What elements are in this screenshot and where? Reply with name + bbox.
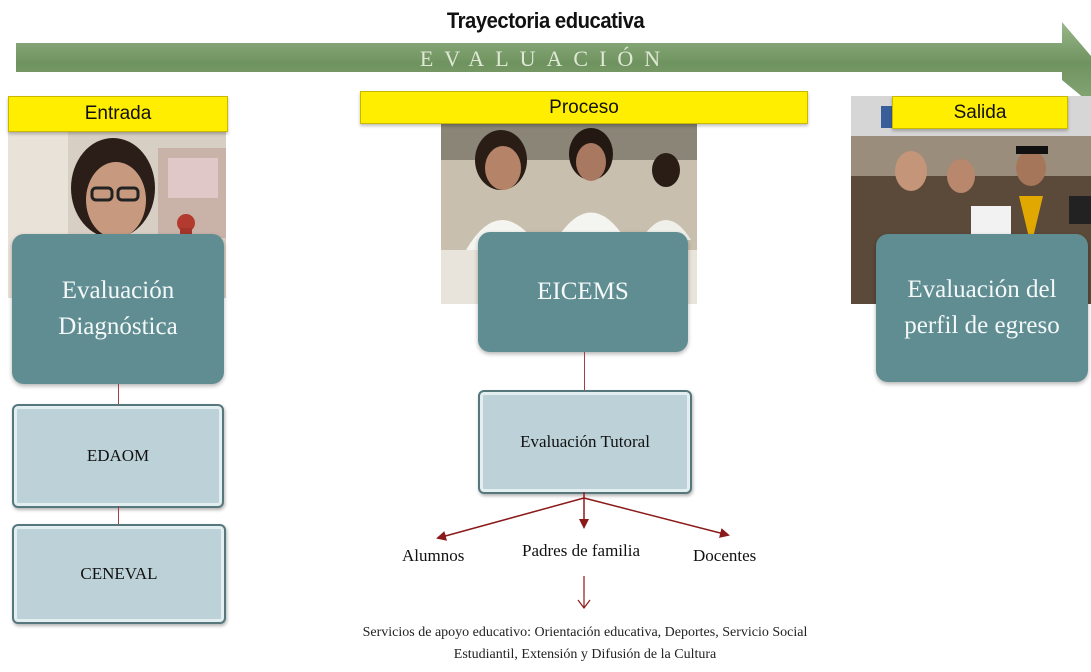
- ceneval-box: CENEVAL: [12, 524, 226, 624]
- banner-text: EVALUACIÓN: [419, 46, 672, 71]
- box-line: perfil de egreso: [904, 312, 1060, 339]
- branch-docentes: Docentes: [693, 546, 757, 565]
- footer-note: Servicios de apoyo educativo: Orientació…: [330, 622, 840, 666]
- footer-line: Servicios de apoyo educativo: Orientació…: [362, 625, 808, 640]
- footer-line: Estudiantil, Extensión y Difusión de la …: [453, 647, 717, 662]
- connector-line: [118, 384, 119, 405]
- evaluation-banner-arrow: [16, 22, 1091, 104]
- box-line: Evaluación: [61, 277, 175, 304]
- branch-padres-de-familia: Padres de familia: [522, 541, 641, 560]
- eicems-box: EICEMS: [478, 232, 688, 352]
- branch-alumnos: Alumnos: [402, 546, 465, 565]
- tag-salida: Salida: [892, 96, 1068, 129]
- tag-entrada: Entrada: [8, 96, 228, 132]
- connector-line: [584, 352, 585, 392]
- diagram-title: Trayectoria educativa: [446, 8, 645, 33]
- evaluacion-perfil-egreso-box: Evaluación del perfil de egreso: [876, 234, 1088, 382]
- tag-proceso: Proceso: [360, 91, 808, 124]
- connector-line: [118, 506, 119, 525]
- box-line: Diagnóstica: [58, 313, 178, 340]
- edaom-box: EDAOM: [12, 404, 224, 508]
- box-line: Evaluación del: [907, 276, 1057, 303]
- evaluacion-tutoral-box: Evaluación Tutoral: [478, 390, 692, 494]
